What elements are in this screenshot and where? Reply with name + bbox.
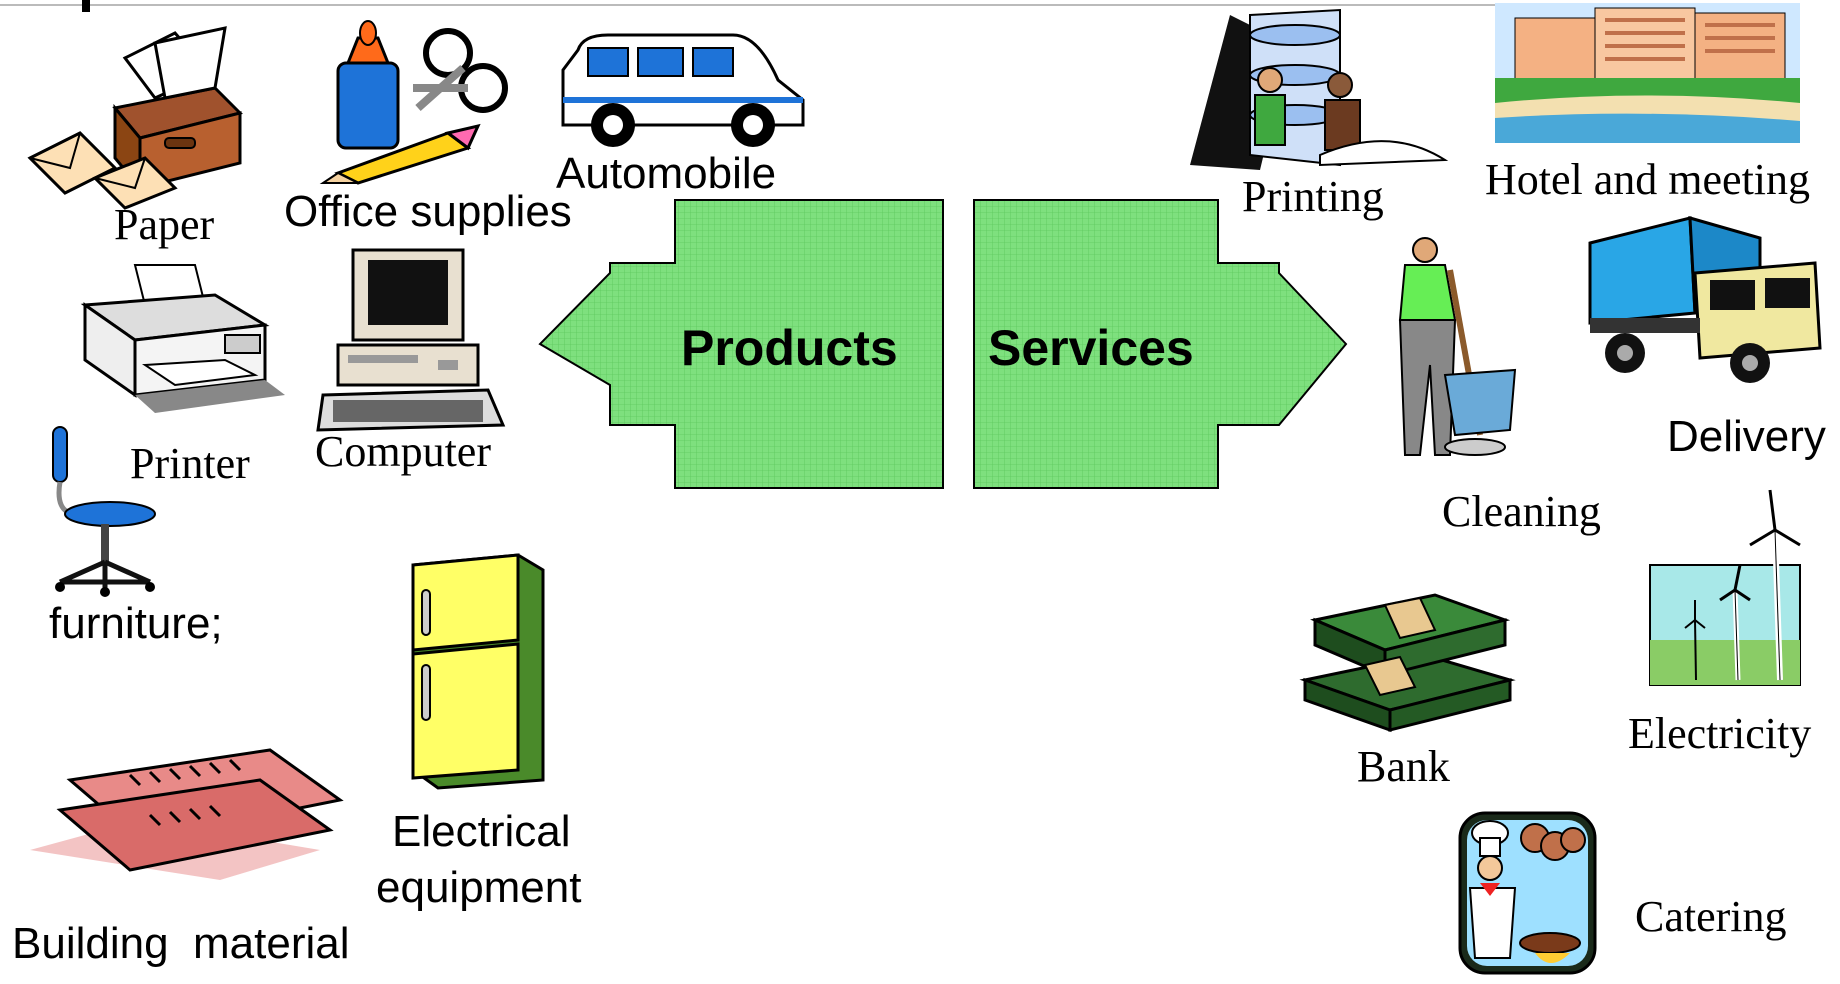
building-material-icon (30, 748, 344, 880)
hotel-label: Hotel and meeting (1485, 155, 1811, 204)
delivery-truck-icon (1588, 215, 1822, 383)
electricity-label: Electricity (1628, 709, 1812, 758)
paper-box-icon (27, 26, 243, 210)
refrigerator-icon (411, 553, 545, 790)
computer-label: Computer (315, 427, 491, 476)
building-material-label: Building material (12, 919, 350, 968)
paper-label: Paper (114, 200, 215, 249)
products-label: Products (681, 320, 898, 376)
automobile-label: Automobile (556, 149, 777, 198)
furniture-label: furniture; (49, 599, 223, 648)
catering-label: Catering (1635, 892, 1787, 941)
printing-press-icon (1190, 8, 1449, 170)
office-chair-icon (52, 426, 156, 597)
printing-label: Printing (1242, 172, 1384, 221)
top-rule (0, 4, 1500, 6)
cleaning-icon (1398, 237, 1517, 456)
automobile-icon (561, 33, 805, 147)
printer-label: Printer (130, 439, 250, 488)
printer-icon (80, 264, 285, 413)
computer-icon (316, 248, 506, 432)
office-supplies-icon (319, 20, 508, 185)
electrical-label-line2: equipment (376, 863, 582, 912)
bank-label: Bank (1357, 742, 1450, 791)
bank-money-icon (1299, 593, 1516, 733)
electrical-label-line1: Electrical (392, 807, 571, 856)
cleaning-label: Cleaning (1442, 487, 1601, 536)
top-corner-mark (82, 0, 90, 12)
electricity-wind-turbine-icon (1649, 489, 1801, 686)
delivery-label: Delivery (1667, 412, 1826, 461)
catering-chef-icon (1458, 811, 1597, 975)
hotel-icon (1495, 3, 1800, 143)
office-supplies-label: Office supplies (284, 187, 572, 236)
services-arrow (973, 199, 1348, 489)
products-arrow (538, 199, 944, 489)
services-label: Services (988, 320, 1194, 376)
